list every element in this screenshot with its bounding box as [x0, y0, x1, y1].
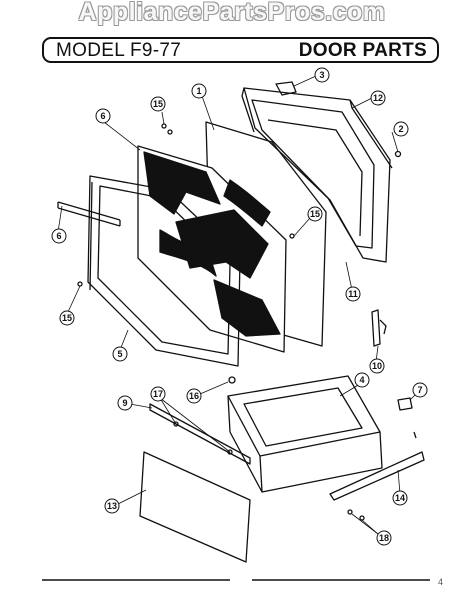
callout-16: 16	[186, 388, 202, 404]
door-hinge	[371, 309, 387, 347]
callout-number: 6	[100, 111, 105, 121]
callout-9: 9	[117, 395, 133, 411]
callout-number: 3	[319, 70, 324, 80]
callout-18: 18	[376, 530, 392, 546]
diagram-header: MODEL F9-77 DOOR PARTS	[42, 37, 439, 63]
callout-number: 9	[122, 398, 127, 408]
callout-3: 3	[314, 67, 330, 83]
screw	[227, 449, 233, 455]
callout-15c: 15	[59, 310, 75, 326]
callout-number: 10	[372, 361, 382, 371]
callout-number: 11	[348, 289, 358, 299]
leader-lines	[57, 75, 417, 535]
screw	[167, 129, 173, 135]
door-bumper	[228, 376, 236, 384]
drawer-front-panel	[139, 451, 251, 563]
callout-number: 6	[56, 231, 61, 241]
callout-5: 5	[112, 346, 128, 362]
callout-number: 18	[379, 533, 389, 543]
footer-mark: 4	[438, 577, 444, 587]
screw	[173, 421, 179, 427]
callout-number: 5	[117, 349, 122, 359]
callout-number: 15	[153, 99, 163, 109]
callout-12: 12	[370, 90, 386, 106]
callout-13: 13	[104, 498, 120, 514]
callout-15b: 15	[307, 206, 323, 222]
top-clip	[275, 81, 297, 96]
callout-7: 7	[412, 382, 428, 398]
inner-door-frame	[87, 175, 241, 367]
callout-number: 13	[107, 501, 117, 511]
callout-6b: 6	[51, 228, 67, 244]
callout-11: 11	[345, 286, 361, 302]
drawer-slide	[329, 451, 425, 501]
callout-15a: 15	[150, 96, 166, 112]
callout-number: 17	[153, 389, 163, 399]
callout-number: 15	[310, 209, 320, 219]
callout-number: 14	[395, 493, 405, 503]
drawer-clip	[397, 397, 417, 439]
callout-number: 4	[359, 375, 364, 385]
callout-1: 1	[191, 83, 207, 99]
callout-number: 1	[196, 86, 201, 96]
callout-number: 15	[62, 313, 72, 323]
callout-2: 2	[393, 121, 409, 137]
handle-rod	[57, 201, 121, 227]
callout-6a: 6	[95, 108, 111, 124]
callout-14: 14	[392, 490, 408, 506]
callout-10: 10	[369, 358, 385, 374]
screw	[347, 509, 353, 515]
callout-4: 4	[354, 372, 370, 388]
callout-number: 2	[398, 124, 403, 134]
callout-number: 12	[373, 93, 383, 103]
section-title: DOOR PARTS	[298, 40, 427, 61]
callout-number: 7	[417, 385, 422, 395]
model-number: MODEL F9-77	[56, 40, 182, 61]
callout-number: 16	[189, 391, 199, 401]
watermark: AppliancePartsPros.com	[78, 0, 386, 26]
callout-17: 17	[150, 386, 166, 402]
